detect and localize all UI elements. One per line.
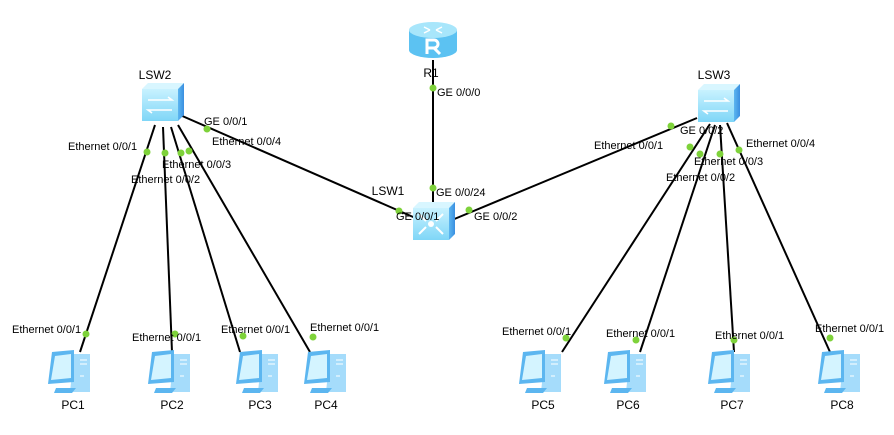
link-lsw2-pc4[interactable] [177, 124, 311, 353]
device-label: PC7 [720, 398, 744, 412]
port-indicator [730, 336, 738, 344]
port-label-pc3: Ethernet 0/0/1 [221, 324, 290, 336]
device-pc1[interactable]: PC1 [48, 350, 90, 412]
port-indicator [696, 150, 704, 158]
port-indicator [735, 146, 743, 154]
device-pc4[interactable]: PC4 [304, 350, 346, 412]
pc-icon [818, 350, 860, 393]
port-indicator [185, 147, 193, 155]
router-icon [409, 22, 457, 58]
port-label-pc7: Ethernet 0/0/1 [715, 330, 784, 342]
port-label-lsw2: Ethernet 0/0/3 [162, 159, 231, 171]
port-indicator [716, 150, 724, 158]
device-lsw3[interactable]: LSW3 [698, 68, 740, 122]
pc-icon [304, 350, 346, 393]
device-label: PC8 [830, 398, 854, 412]
pc-icon [519, 350, 561, 393]
port-indicator [309, 333, 317, 341]
link-lsw3-lsw1[interactable] [451, 117, 698, 221]
pc-icon [48, 350, 90, 393]
link-lsw2-lsw1[interactable] [179, 114, 421, 221]
link-lsw3-pc6[interactable] [639, 124, 716, 353]
port-label-lsw2: Ethernet 0/0/1 [68, 141, 137, 153]
device-label: PC3 [248, 398, 272, 412]
port-indicator [632, 336, 640, 344]
port-label-lsw2: Ethernet 0/0/4 [212, 136, 281, 148]
layer3-switch-icon [413, 202, 455, 240]
port-indicator [429, 184, 437, 192]
port-label-lsw1: GE 0/0/24 [436, 187, 486, 199]
port-label-lsw3: GE 0/0/2 [680, 125, 723, 137]
link-lsw3-pc5[interactable] [561, 123, 711, 353]
port-indicator [82, 330, 90, 338]
device-label: R1 [423, 66, 439, 80]
device-label: PC1 [61, 398, 85, 412]
pc-icon [708, 350, 750, 393]
port-label-lsw2: Ethernet 0/0/2 [131, 174, 200, 186]
port-indicator [143, 148, 151, 156]
port-indicator [203, 125, 211, 133]
port-label-lsw3: Ethernet 0/0/3 [694, 156, 763, 168]
port-label-pc5: Ethernet 0/0/1 [502, 326, 571, 338]
link-lsw2-pc3[interactable] [170, 126, 241, 353]
port-indicator [429, 84, 437, 92]
port-indicator [686, 143, 694, 151]
port-label-lsw1: GE 0/0/2 [474, 211, 517, 223]
links-layer [79, 60, 831, 353]
device-lsw1[interactable]: LSW1 [372, 184, 455, 240]
port-indicator [562, 334, 570, 342]
device-label: PC5 [531, 398, 555, 412]
port-label-pc2: Ethernet 0/0/1 [132, 332, 201, 344]
port-indicator [826, 334, 834, 342]
pc-icon [148, 350, 190, 393]
device-pc8[interactable]: PC8 [818, 350, 860, 412]
port-indicator [161, 149, 169, 157]
port-labels-layer: GE 0/0/0 GE 0/0/24 GE 0/0/1 GE 0/0/1 GE 0/0/… [12, 84, 884, 344]
device-label: PC4 [314, 398, 338, 412]
device-r1[interactable]: R1 [409, 22, 457, 80]
device-label: PC2 [160, 398, 184, 412]
port-indicator [177, 149, 185, 157]
device-pc5[interactable]: PC5 [519, 350, 561, 412]
switch-icon [142, 83, 184, 121]
port-indicator [465, 206, 473, 214]
port-indicator [395, 207, 403, 215]
device-label: LSW3 [698, 68, 731, 82]
device-pc2[interactable]: PC2 [148, 350, 190, 412]
port-label-lsw3: Ethernet 0/0/4 [746, 138, 815, 150]
port-label-pc8: Ethernet 0/0/1 [815, 323, 884, 335]
device-label: LSW2 [139, 68, 172, 82]
port-indicator [171, 330, 179, 338]
port-label-lsw1: GE 0/0/1 [396, 211, 439, 223]
device-label: PC6 [616, 398, 640, 412]
device-lsw2[interactable]: LSW2 [139, 68, 184, 121]
switch-icon [698, 84, 740, 122]
port-label-pc6: Ethernet 0/0/1 [606, 328, 675, 340]
port-label-lsw3: Ethernet 0/0/1 [594, 140, 663, 152]
port-indicator [239, 332, 247, 340]
port-label-lsw3: Ethernet 0/0/2 [666, 172, 735, 184]
device-pc7[interactable]: PC7 [708, 350, 750, 412]
port-label-r1: GE 0/0/0 [437, 87, 480, 99]
port-label-lsw2: GE 0/0/1 [204, 116, 247, 128]
port-indicator [667, 122, 675, 130]
link-lsw2-pc2[interactable] [162, 126, 173, 353]
link-lsw3-pc8[interactable] [726, 122, 831, 353]
port-label-pc1: Ethernet 0/0/1 [12, 324, 81, 336]
pc-icon [236, 350, 278, 393]
pc-icon [604, 350, 646, 393]
link-lsw3-pc7[interactable] [719, 124, 735, 353]
port-label-pc4: Ethernet 0/0/1 [310, 322, 379, 334]
link-lsw2-pc1[interactable] [79, 124, 156, 353]
device-pc6[interactable]: PC6 [604, 350, 646, 412]
device-pc3[interactable]: PC3 [236, 350, 278, 412]
device-label: LSW1 [372, 184, 405, 198]
